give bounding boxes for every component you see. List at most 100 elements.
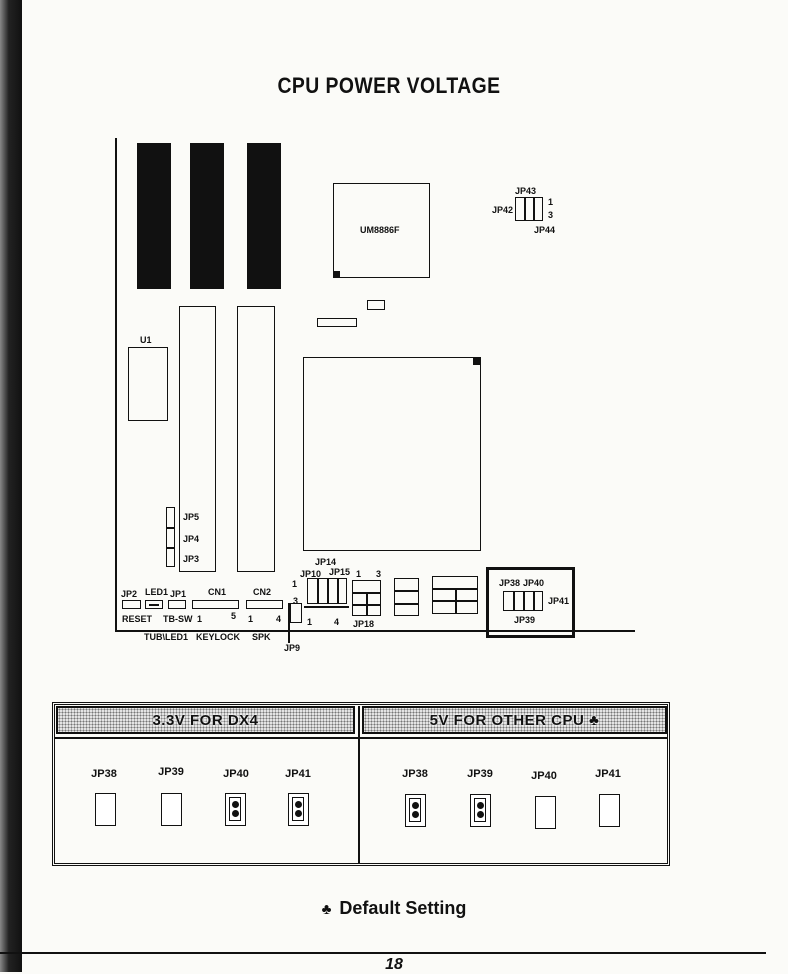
divider: [523, 591, 525, 611]
reset-header: [122, 600, 141, 609]
page-number: 18: [385, 956, 403, 973]
cn2-label: CN2: [253, 587, 272, 597]
jp3-label: JP3: [183, 554, 200, 564]
jp39-label: JP39: [514, 615, 536, 625]
cn2-pin1-label: 1: [248, 614, 254, 624]
simm-slot: [137, 143, 171, 289]
tb-sw-label: TB-SW: [163, 614, 193, 624]
leader-line: [288, 603, 290, 643]
right-jp41-label: JP41: [595, 768, 621, 780]
u1-label: U1: [140, 335, 152, 345]
divider: [317, 578, 319, 604]
jp1-label: JP1: [170, 589, 187, 599]
spk-label: SPK: [252, 632, 271, 642]
reset-label: RESET: [122, 614, 153, 624]
jp18-pin3-label: 3: [376, 569, 382, 579]
pin: [477, 802, 484, 809]
header-block: [394, 578, 419, 616]
right-jp38-closed-jumper: [405, 794, 426, 827]
jp15-pin4-label: 4: [334, 617, 340, 627]
jp9-label: JP9: [284, 643, 301, 653]
page-title: CPU POWER VOLTAGE: [277, 73, 501, 98]
pin: [295, 801, 302, 808]
pin: [412, 811, 419, 818]
left-jp38-open-jumper: [95, 793, 116, 826]
cpu-socket: [303, 357, 481, 551]
divider: [149, 604, 159, 606]
jp18-pin1-label: 1: [356, 569, 362, 579]
cn1-label: CN1: [208, 587, 227, 597]
left-jp41-closed-jumper: [288, 793, 309, 826]
jp2-label: JP2: [121, 589, 138, 599]
jp3-5-header: [166, 507, 175, 567]
table-rule: [54, 737, 668, 739]
jp4-label: JP4: [183, 534, 200, 544]
left-jp38-label: JP38: [91, 768, 117, 780]
right-jp39-label: JP39: [467, 768, 493, 780]
jp38-label: JP38: [499, 578, 521, 588]
dx4-header: 3.3V FOR DX4: [56, 706, 355, 734]
footer-rule: [0, 952, 766, 954]
right-jp40-label: JP40: [531, 770, 557, 782]
divider: [166, 527, 175, 529]
jumper-cap: [292, 797, 304, 821]
board-bottom-edge: [115, 630, 635, 632]
keylock-header: [192, 600, 239, 609]
cn1-pin1-label: 1: [197, 614, 203, 624]
jp10-pin1b-label: 1: [307, 617, 313, 627]
keylock-label: KEYLOCK: [196, 632, 241, 642]
other-cpu-header-text: 5V FOR OTHER CPU ♣: [429, 711, 600, 729]
dx4-header-text: 3.3V FOR DX4: [152, 711, 259, 729]
cpu-voltage-jumper-area: [486, 567, 575, 638]
jp5-label: JP5: [183, 512, 200, 522]
divider: [337, 578, 339, 604]
expansion-slot: [179, 306, 216, 572]
jp42-44-header: [515, 197, 543, 221]
jp41-label: JP41: [548, 596, 570, 606]
led1-header: [145, 600, 163, 609]
jp43-pin3-label: 3: [548, 210, 554, 220]
small-chip: [317, 318, 357, 327]
binder-edge: [0, 0, 22, 972]
pin1-marker: [473, 358, 480, 365]
table-divider: [358, 706, 360, 863]
pin: [232, 801, 239, 808]
jp43-pin1-label: 1: [548, 197, 554, 207]
settings-table: [52, 702, 670, 866]
jumper-cap: [229, 797, 241, 821]
divider: [304, 606, 349, 608]
left-jp41-label: JP41: [285, 768, 311, 780]
jp15-label: JP15: [329, 567, 351, 577]
default-setting-legend: ♣Default Setting: [0, 898, 788, 919]
left-jp39-label: JP39: [158, 766, 184, 778]
pin: [477, 811, 484, 818]
right-jp41-open-jumper: [599, 794, 620, 827]
divider: [394, 590, 419, 592]
jp9-header: [290, 603, 302, 623]
divider: [394, 603, 419, 605]
jp10-label: JP10: [300, 569, 322, 579]
divider: [533, 591, 535, 611]
jp40-label: JP40: [523, 578, 545, 588]
jp44-label: JP44: [534, 225, 556, 235]
turbo-led-label: TUB\LED1: [144, 632, 189, 642]
expansion-slot: [237, 306, 275, 572]
small-chip: [367, 300, 385, 310]
jp9-pin3-label: 3: [293, 596, 299, 606]
jp18-label: JP18: [353, 619, 375, 629]
divider: [166, 547, 175, 549]
led1-label: LED1: [145, 587, 169, 597]
pin1-marker: [334, 271, 340, 277]
legend-text: Default Setting: [339, 898, 467, 918]
jumper-cap: [474, 798, 486, 822]
divider: [366, 592, 368, 616]
spk-header: [246, 600, 283, 609]
divider: [327, 578, 329, 604]
pin: [232, 810, 239, 817]
left-jp40-label: JP40: [223, 768, 249, 780]
left-jp40-closed-jumper: [225, 793, 246, 826]
cn2-pin4-label: 4: [276, 614, 282, 624]
other-cpu-header: 5V FOR OTHER CPU ♣: [362, 706, 667, 734]
pin: [412, 802, 419, 809]
jp10-pin1-label: 1: [292, 579, 298, 589]
